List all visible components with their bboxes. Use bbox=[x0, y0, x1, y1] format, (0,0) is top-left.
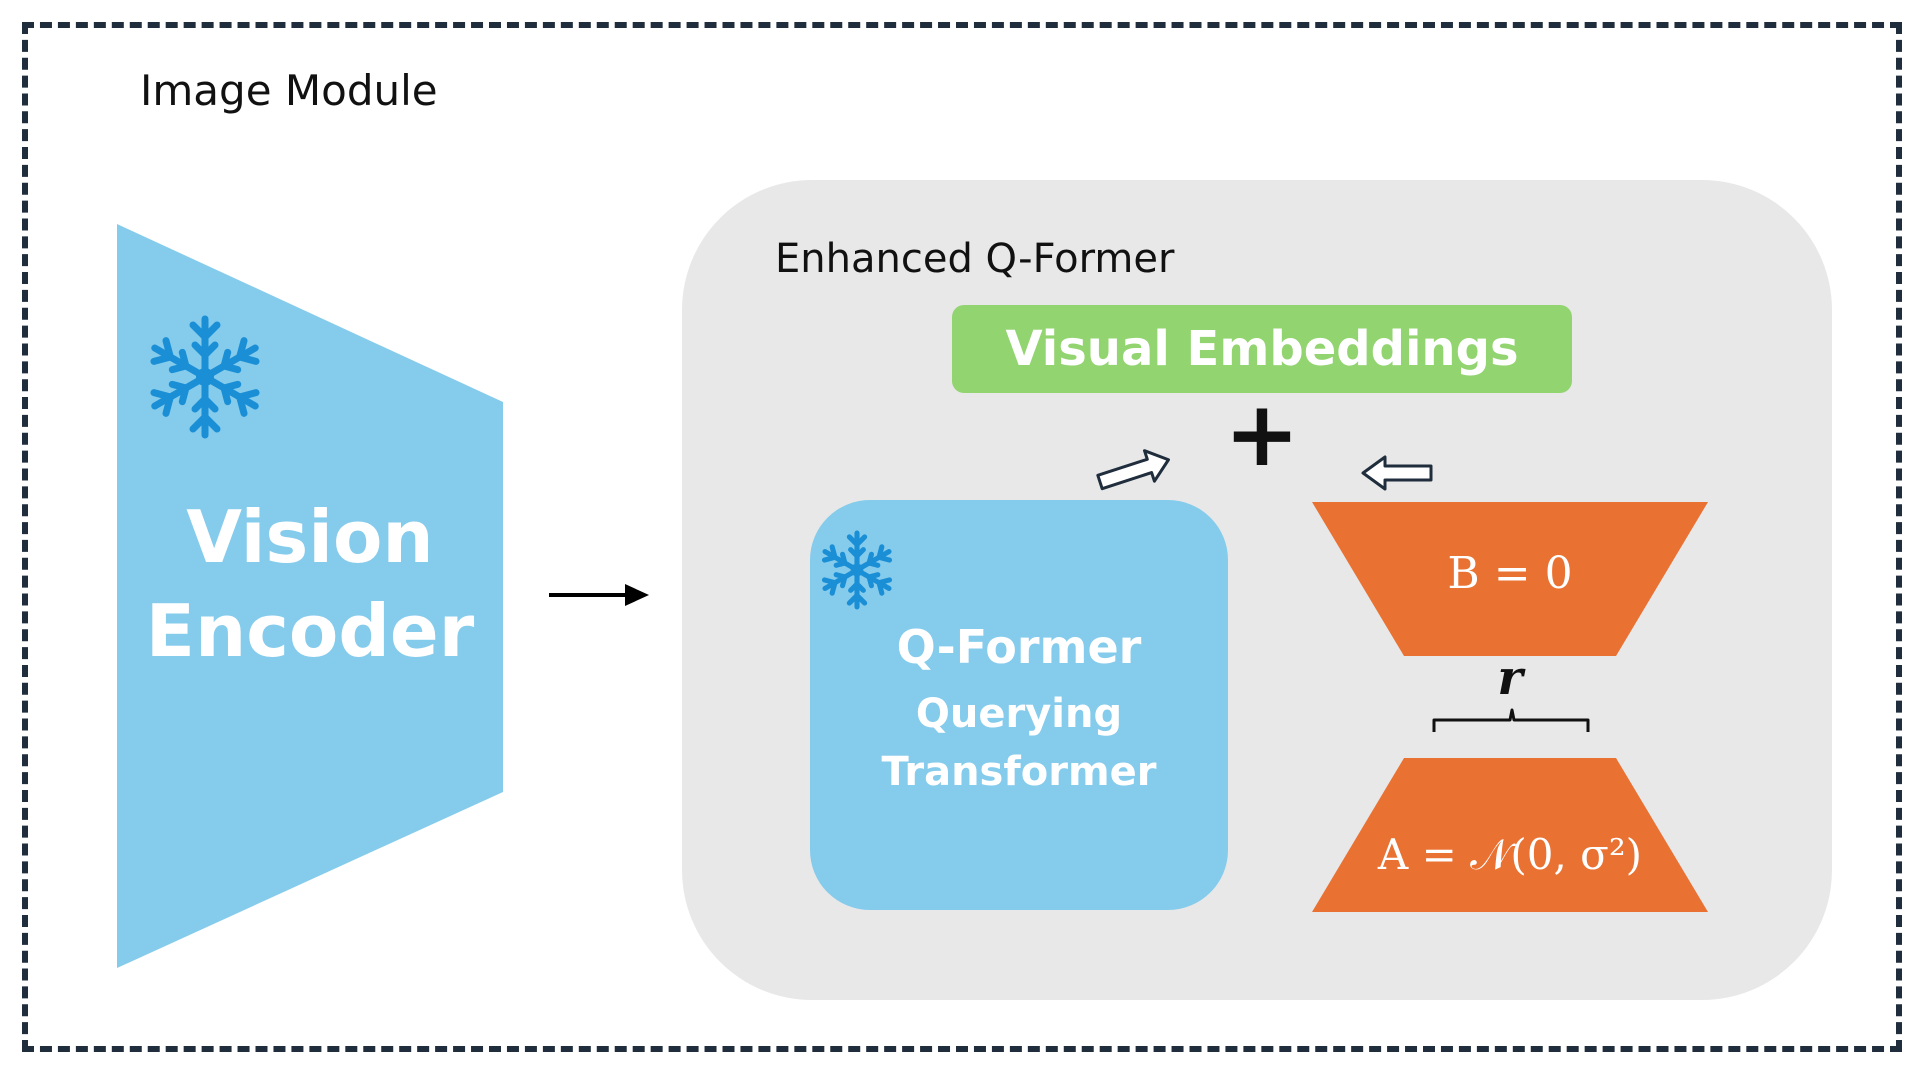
encoder-to-qformer-arrow bbox=[549, 584, 649, 606]
lora-to-embeddings-arrow bbox=[1361, 455, 1433, 491]
rank-brace bbox=[1432, 708, 1590, 732]
qformer-box: Q-Former Querying Transformer bbox=[810, 500, 1228, 910]
lora-b-label: B = 0 bbox=[1447, 548, 1573, 599]
qformer-subtitle-line1: Querying bbox=[915, 691, 1123, 737]
lora-b-trapezoid bbox=[1312, 502, 1708, 656]
qformer-title: Q-Former bbox=[896, 620, 1142, 674]
visual-embeddings-box: Visual Embeddings bbox=[952, 305, 1572, 393]
qformer-to-embeddings-arrow bbox=[1096, 449, 1170, 491]
lora-rank-label: r bbox=[1497, 650, 1523, 706]
snowflake-icon bbox=[822, 530, 892, 610]
image-module-title: Image Module bbox=[140, 66, 438, 115]
lora-a-trapezoid bbox=[1312, 758, 1708, 912]
qformer-subtitle: Querying Transformer bbox=[810, 685, 1228, 801]
vision-encoder-label: Vision Encoder bbox=[110, 490, 510, 678]
plus-sign: + bbox=[1224, 382, 1300, 487]
snowflake-icon bbox=[150, 315, 260, 439]
image-module-frame bbox=[22, 22, 1902, 1052]
qformer-subtitle-line2: Transformer bbox=[881, 749, 1157, 795]
vision-encoder-line2: Encoder bbox=[145, 589, 475, 673]
enhanced-qformer-title: Enhanced Q-Former bbox=[775, 236, 1175, 282]
visual-embeddings-label: Visual Embeddings bbox=[1005, 321, 1519, 377]
vision-encoder-line1: Vision bbox=[186, 495, 434, 579]
lora-a-label: A = 𝒩(0, σ²) bbox=[1377, 830, 1643, 879]
